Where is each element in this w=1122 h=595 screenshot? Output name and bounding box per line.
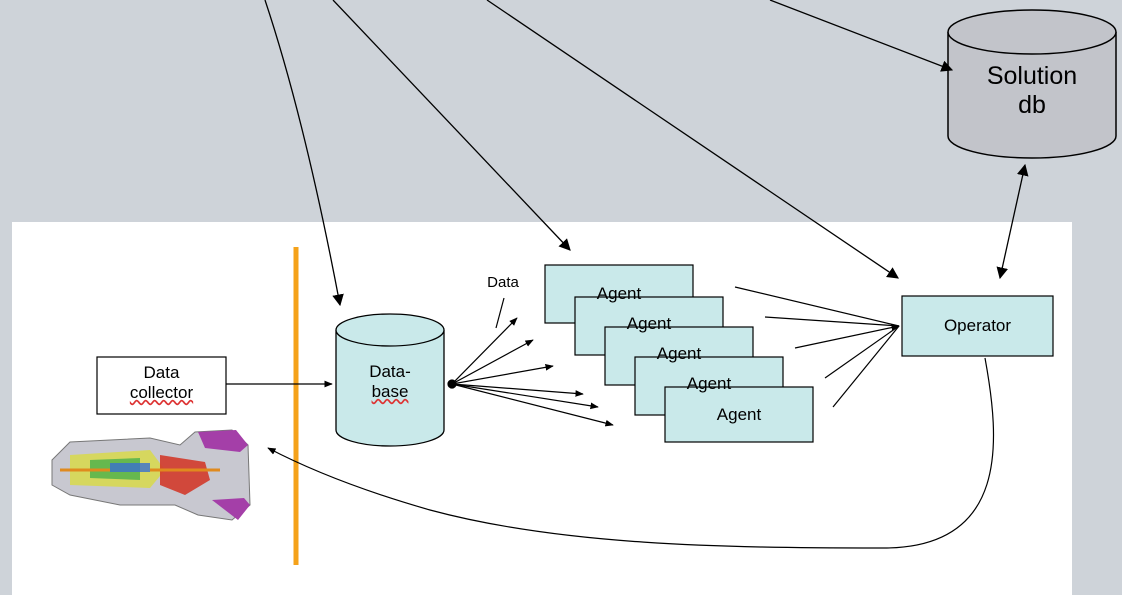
operator-label: Operator — [943, 316, 1012, 335]
agent-label-4: Agent — [686, 374, 732, 393]
operator-box — [901, 295, 1054, 357]
solution-db-cylinder — [947, 9, 1117, 159]
agent-label-5: Agent — [716, 405, 762, 424]
agent-label-2: Agent — [626, 314, 672, 333]
solution-db-label: Solution db — [986, 62, 1078, 119]
arrow-to-agents — [332, 0, 571, 251]
top-arrows — [264, 0, 1029, 307]
arrow-operator-solution-db — [996, 163, 1029, 280]
engine-image — [42, 425, 260, 547]
data-collector-box — [96, 356, 227, 415]
database-cylinder — [335, 313, 445, 447]
agent-label-3: Agent — [656, 344, 702, 363]
arrow-to-solution-db — [769, 0, 954, 72]
arrow-to-operator — [486, 0, 899, 279]
fanin-lines — [734, 286, 900, 408]
data-arrow-label: Data — [487, 274, 519, 291]
data-collector-label: Data collector — [129, 363, 194, 402]
database-label: Data- base — [369, 362, 411, 401]
data-fanout-arrows — [447, 297, 614, 427]
arrow-to-database — [264, 0, 344, 307]
agent-label-1: Agent — [596, 284, 642, 303]
feedback-arrow — [267, 357, 995, 549]
agent-box-5 — [664, 386, 814, 443]
agent-stack — [544, 264, 814, 443]
